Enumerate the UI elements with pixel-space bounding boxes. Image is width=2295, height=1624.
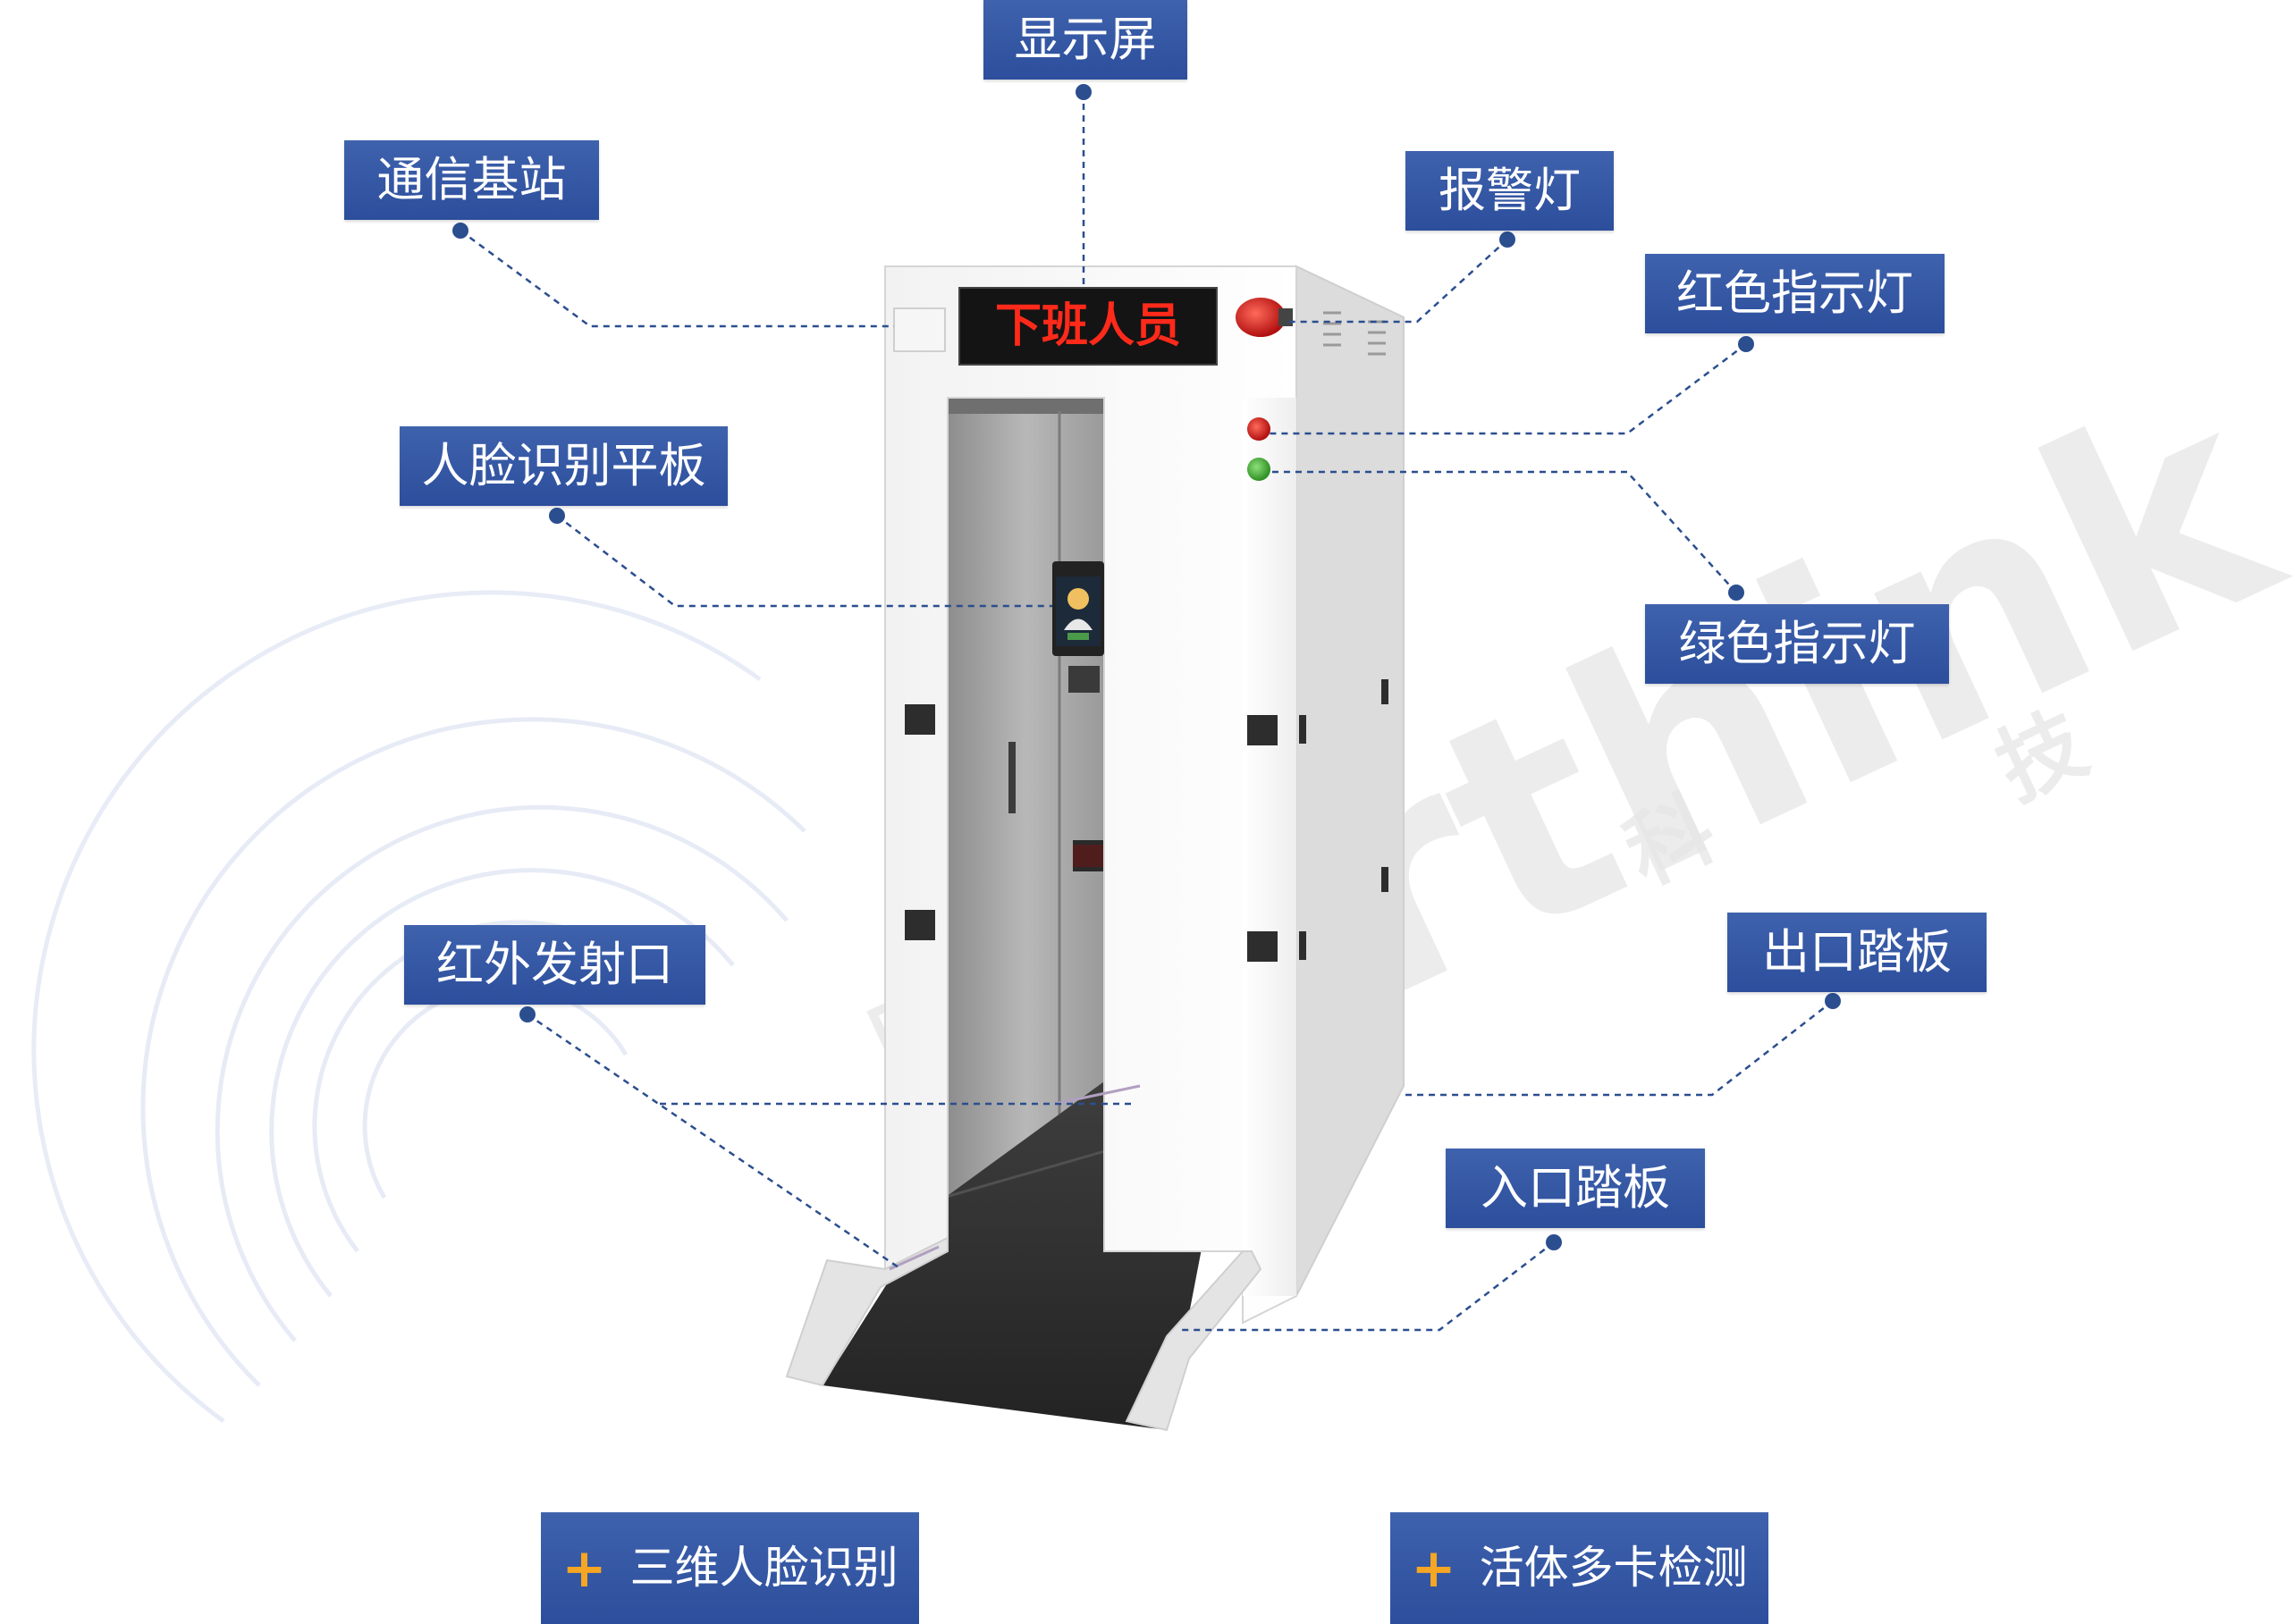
background-arcs xyxy=(31,590,806,1424)
entry-ramp-right xyxy=(1125,1250,1262,1432)
connector-entry-pedal xyxy=(1180,1241,1555,1332)
feature-3d-face-recognition: + 三维人脸识别 xyxy=(541,1512,919,1624)
label-exit-pedal: 出口踏板 xyxy=(1727,913,1987,992)
feature-liveness-multicard: + 活体多卡检测 xyxy=(1390,1512,1768,1624)
label-green-indicator: 绿色指示灯 xyxy=(1645,604,1949,684)
red-indicator-light xyxy=(1247,417,1270,441)
connector-exit-pedal xyxy=(1404,1000,1834,1097)
plus-icon: + xyxy=(1411,1536,1456,1600)
gate-right-pillar xyxy=(1243,398,1296,1296)
label-face-tablet: 人脸识别平板 xyxy=(400,426,728,506)
connector-green-indicator xyxy=(1270,470,1737,593)
led-display xyxy=(958,287,1218,366)
green-indicator-light xyxy=(1247,458,1270,481)
infrared-sensors xyxy=(905,679,1388,962)
label-infrared-emitter: 红外发射口 xyxy=(404,925,705,1005)
security-gate: 下班人员 xyxy=(785,265,1405,1432)
label-red-indicator: 红色指示灯 xyxy=(1645,254,1945,333)
label-entry-pedal: 入口踏板 xyxy=(1446,1149,1705,1228)
connector-face-tablet xyxy=(556,515,1052,608)
label-alarm-light: 报警灯 xyxy=(1405,151,1614,231)
gate-right-depth xyxy=(1295,265,1405,1297)
connector-alarm-light xyxy=(1287,239,1508,324)
feature-label: 三维人脸识别 xyxy=(629,1542,899,1594)
base-station-box xyxy=(893,307,946,352)
connector-dots xyxy=(452,84,1841,1250)
label-base-station: 通信基站 xyxy=(344,140,599,220)
entry-ramp-left xyxy=(785,1236,949,1387)
plus-icon: + xyxy=(561,1536,607,1600)
face-tablet xyxy=(1052,561,1104,693)
label-display-screen: 显示屏 xyxy=(983,0,1187,80)
feature-label: 活体多卡检测 xyxy=(1479,1542,1748,1594)
connector-infrared xyxy=(527,1013,899,1269)
connector-base-station xyxy=(460,229,894,328)
led-display-text: 下班人员 xyxy=(995,299,1181,353)
connectors xyxy=(460,92,1834,1332)
alarm-light xyxy=(1236,298,1286,337)
interior-handle xyxy=(1008,742,1016,813)
connector-red-indicator xyxy=(1270,343,1747,435)
